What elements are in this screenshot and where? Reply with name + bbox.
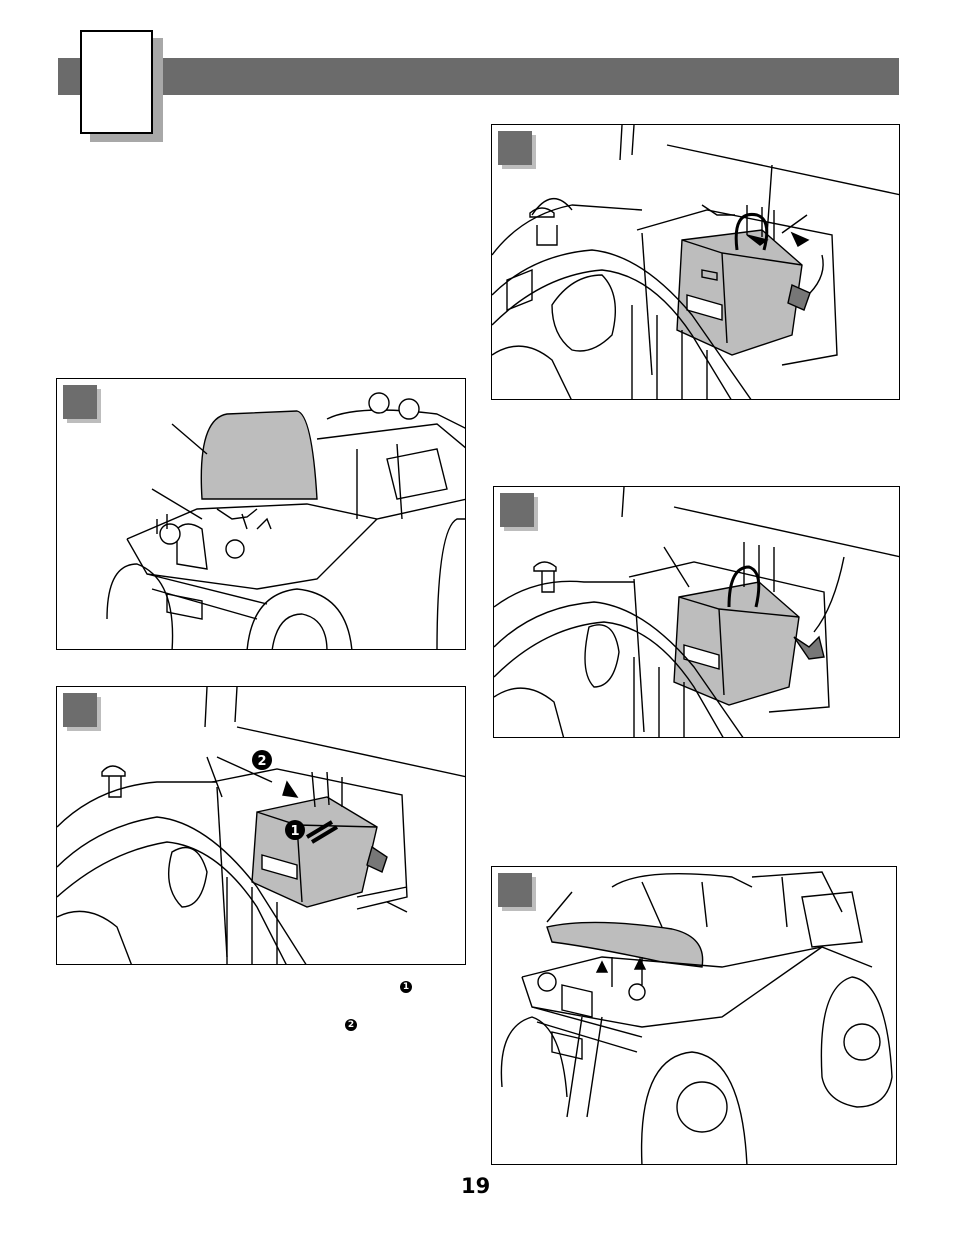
svg-text:1: 1 — [290, 824, 299, 839]
figure-tag — [498, 873, 532, 907]
figure-jeep-seat — [56, 378, 466, 650]
svg-text:2: 2 — [257, 754, 266, 769]
hood-closing-icon — [492, 867, 897, 1165]
figure-battery-remove — [491, 124, 900, 400]
figure-battery-connect — [493, 486, 900, 738]
section-header-bar — [58, 58, 899, 95]
figure-tag — [63, 693, 97, 727]
callout-step-one: 1 — [400, 981, 412, 993]
figure-tag — [498, 131, 532, 165]
step-box — [80, 30, 153, 134]
battery-compartment-icon — [492, 125, 900, 400]
callout-step-two: 2 — [345, 1019, 357, 1031]
wire-connector-icon — [494, 487, 900, 738]
jeep-front-view-icon — [57, 379, 466, 650]
battery-power-label-icon: 2 1 — [57, 687, 466, 965]
figure-tag — [500, 493, 534, 527]
figure-battery-insert: 2 1 — [56, 686, 466, 965]
figure-hood-close — [491, 866, 897, 1165]
page-number: 19 — [461, 1174, 490, 1198]
figure-tag — [63, 385, 97, 419]
